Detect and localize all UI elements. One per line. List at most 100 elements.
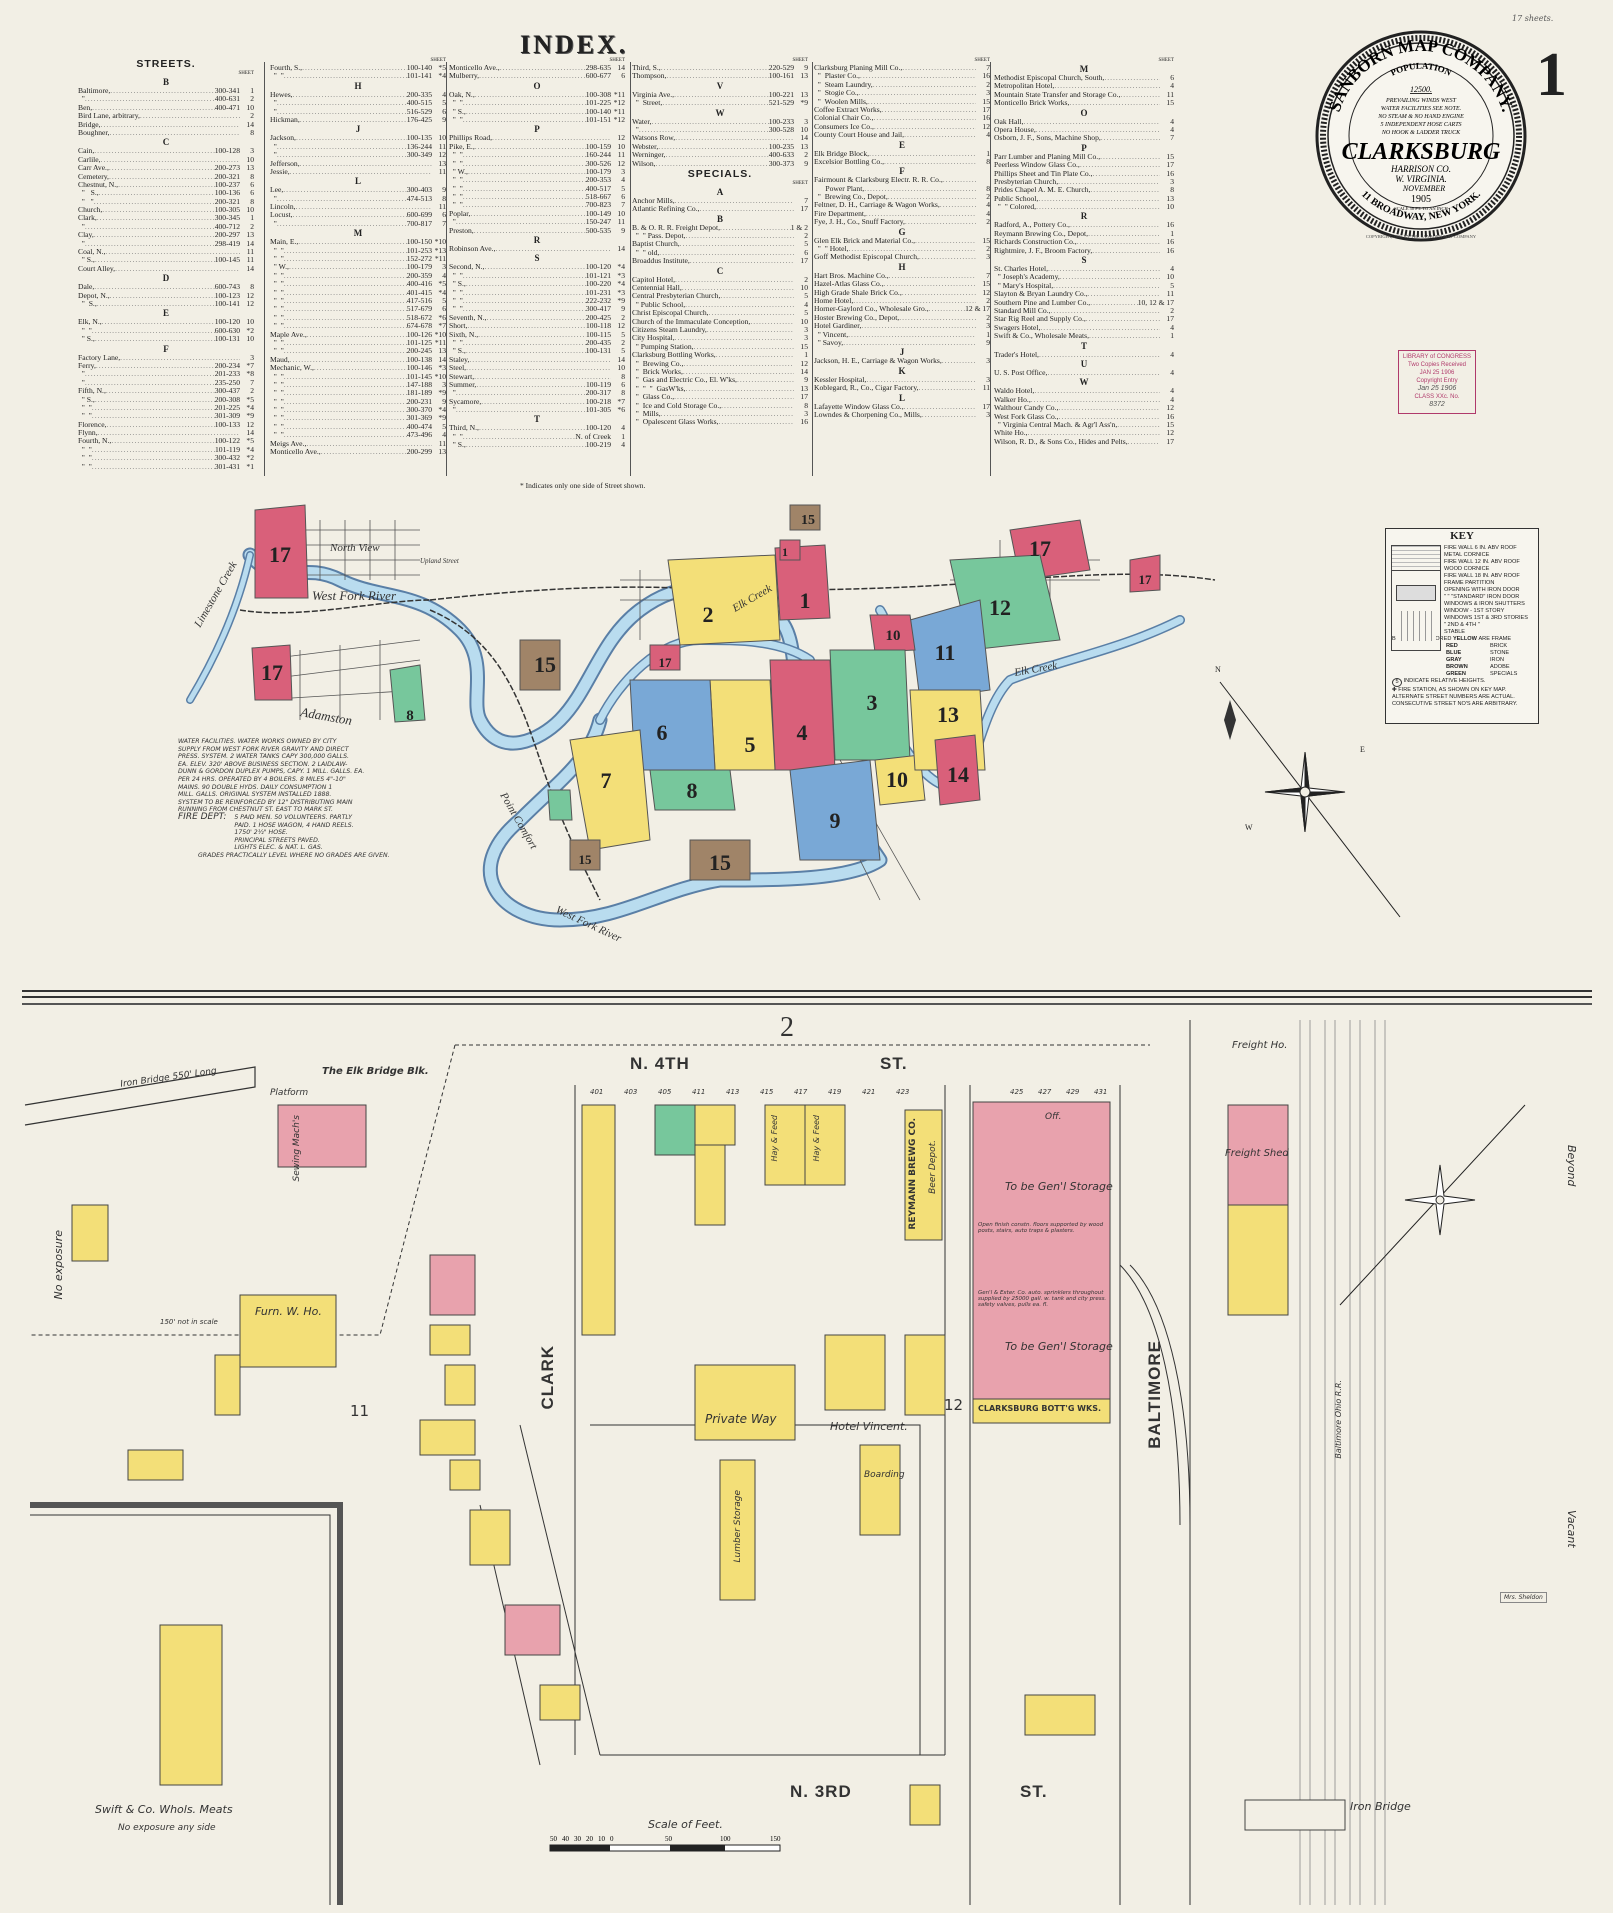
scale-tick: 150	[770, 1835, 781, 1843]
index-entry-name: " " Pass. Depot,	[632, 232, 686, 241]
index-entry-sheet: 10, 12 & 17	[1137, 298, 1174, 307]
index-entry-name: Peerless Window Glass Co.,	[994, 161, 1080, 170]
index-entry-sheet: 11	[438, 203, 446, 212]
index-entry: " "152-272*11	[270, 255, 446, 263]
index-entry-sheet: *6	[617, 406, 625, 415]
index-entry-name: Phillips Road,	[449, 134, 493, 143]
index-entry: Walthour Candy Co.,12	[994, 404, 1174, 412]
index-entry-range: 100-115	[585, 330, 611, 339]
bo-railroad-label: Baltimore Ohio R.R.	[1334, 1380, 1343, 1459]
index-entry-sheet: *10	[434, 238, 446, 247]
index-entry-name: " "	[449, 99, 463, 108]
index-entry-name: Carr Ave.,	[78, 164, 109, 173]
index-entry-range: 298-635	[585, 64, 611, 72]
building	[764, 1104, 806, 1186]
index-entry-sheet: 8	[986, 157, 990, 166]
index-entry: Mountain State Transfer and Storage Co.,…	[994, 91, 1174, 99]
index-entry-sheet: 8	[250, 283, 254, 292]
key-line: FIRE WALL 12 IN. ABV ROOF	[1444, 559, 1520, 565]
index-entry: Feltner, D. H., Carriage & Wagon Works,4	[814, 201, 990, 209]
index-entry-sheet: 13	[246, 164, 254, 173]
index-entry-name: Glen Elk Brick and Material Co.,	[814, 236, 916, 245]
index-letter-heading: U	[1080, 358, 1088, 369]
index-entry-sheet: *4	[246, 403, 254, 412]
index-entry-name: Koblegard, R., Co., Cigar Factory,	[814, 384, 919, 393]
index-entry-name: " "	[449, 176, 463, 185]
index-entry-name: Standard Mill Co.,	[994, 306, 1051, 315]
index-entry-range: 100-221	[768, 90, 794, 99]
stamp-class: CLASS XXc. No.	[1414, 394, 1460, 400]
index-entry: Parr Lumber and Planing Mill Co.,15	[994, 153, 1174, 161]
index-entry: " "674-678*7	[270, 322, 446, 330]
index-entry-sheet: *11	[613, 107, 625, 116]
note-line: 5 paid men. 50 volunteers. partly	[234, 813, 352, 821]
sheet-number: 1	[1536, 41, 1567, 109]
index-entry-name: Phillips Sheet and Tin Plate Co.,	[994, 169, 1093, 178]
index-entry: Atlantic Refining Co.,17	[632, 205, 808, 213]
note-line: mill. galls. original system installed 1…	[178, 791, 332, 799]
index-entry-sheet: 4	[1170, 323, 1174, 332]
svg-text:E: E	[1360, 745, 1365, 754]
stamp-number: 8372	[1429, 401, 1445, 408]
place-label: Adamston	[298, 704, 353, 728]
index-entry-range: 300-526	[585, 159, 611, 168]
index-entry-name: " Brick Works,	[632, 367, 683, 376]
index-entry-sheet: *12	[613, 115, 625, 124]
index-entry-sheet: 14	[617, 64, 625, 72]
index-entry-sheet: *4	[438, 406, 446, 415]
index-entry-sheet: 3	[442, 263, 446, 272]
index-entry-name: " "	[270, 380, 284, 389]
index-letter-heading: O	[1080, 107, 1088, 118]
index-entry-sheet: 10	[246, 103, 254, 112]
index-entry-name: " " Colored,	[994, 203, 1037, 212]
index-entry-range: 417-516	[406, 296, 432, 305]
index-entry-range: 100-219	[585, 441, 611, 450]
index-entry: Broaddus Institute,17	[632, 257, 808, 265]
index-entry-sheet: 17	[800, 205, 808, 214]
index-entry: Coffee Extract Works,17	[814, 106, 990, 114]
index-entry-sheet: 8	[442, 194, 446, 203]
index-entry-sheet: 12	[1166, 429, 1174, 438]
index-entry-sheet: 6	[621, 193, 625, 202]
note-line: paid. 1 hose wagon, 4 hand reels.	[234, 821, 354, 829]
index-entry-range: 301-431	[214, 462, 240, 471]
index-entry: Coal, N.,11	[78, 248, 254, 256]
index-entry-name: Third, N.,	[449, 424, 479, 433]
index-entry-sheet: 12	[246, 420, 254, 429]
seal-county: HARRISON CO.	[1390, 164, 1451, 174]
index-entry-sheet: 11	[246, 256, 254, 265]
index-entry-sheet: 11	[438, 142, 446, 151]
sheet-label: 17	[659, 655, 673, 670]
index-entry: Stewart,8	[449, 373, 625, 381]
general-storage-label: To be Gen'l Storage	[1005, 1340, 1113, 1353]
index-entry-sheet: 12	[246, 291, 254, 300]
index-entry-sheet: *12	[613, 99, 625, 108]
index-entry: Hart Bros. Machine Co.,7	[814, 272, 990, 280]
index-entry-sheet: 2	[250, 387, 254, 396]
key-color-green: GREEN	[1446, 671, 1466, 677]
index-entry-range: 100-159	[585, 142, 611, 151]
index-entry: " " Colored,10	[994, 203, 1174, 211]
index-entry-name: Walthour Candy Co.,	[994, 404, 1059, 413]
index-entry-name: " "	[270, 72, 284, 81]
index-entry: Carlile,10	[78, 156, 254, 164]
sewing-machines-label: Sewing Mach's	[292, 1115, 302, 1182]
index-entry-sheet: 1	[986, 149, 990, 158]
index-entry: " " Hotel,2	[814, 245, 990, 253]
index-entry-name: " Gas and Electric Co., El. W'ks,	[632, 376, 737, 385]
index-entry-range: 100-120	[214, 318, 240, 327]
index-entry: " Public School,4	[632, 301, 808, 309]
index-entry: Hazel-Atlas Glass Co.,15	[814, 280, 990, 288]
